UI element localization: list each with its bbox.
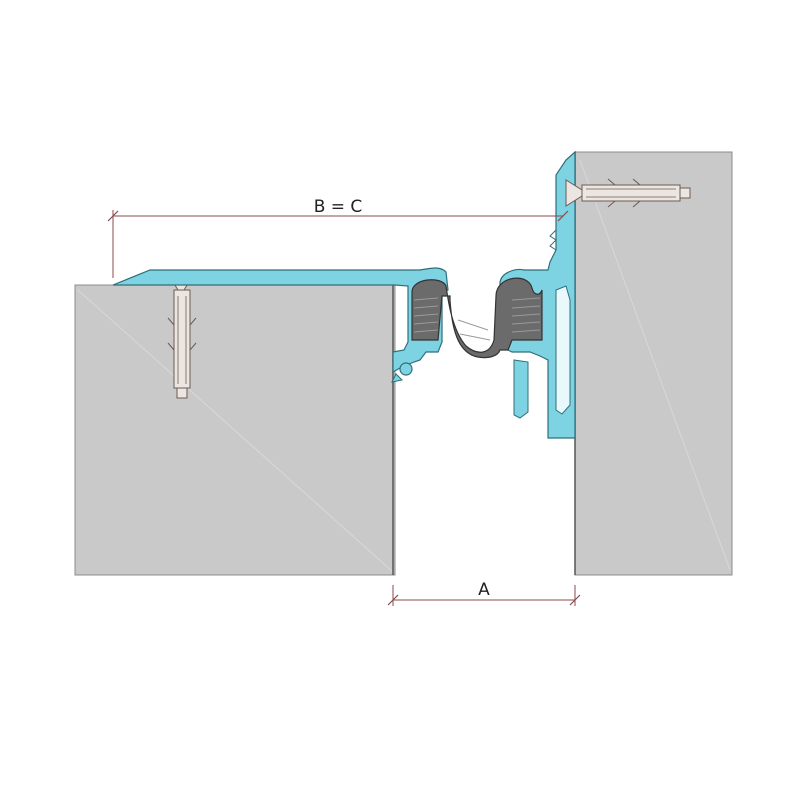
left-concrete-slab — [74, 284, 396, 576]
right-anchor-icon — [565, 178, 691, 208]
dimension-b-equals-c: B = C — [107, 197, 569, 278]
right-concrete-wall — [574, 151, 733, 576]
rubber-insert — [411, 277, 543, 359]
dimension-label-a: A — [478, 580, 490, 600]
dimension-a: A — [387, 580, 581, 606]
dimension-label-b-c: B = C — [314, 197, 363, 217]
